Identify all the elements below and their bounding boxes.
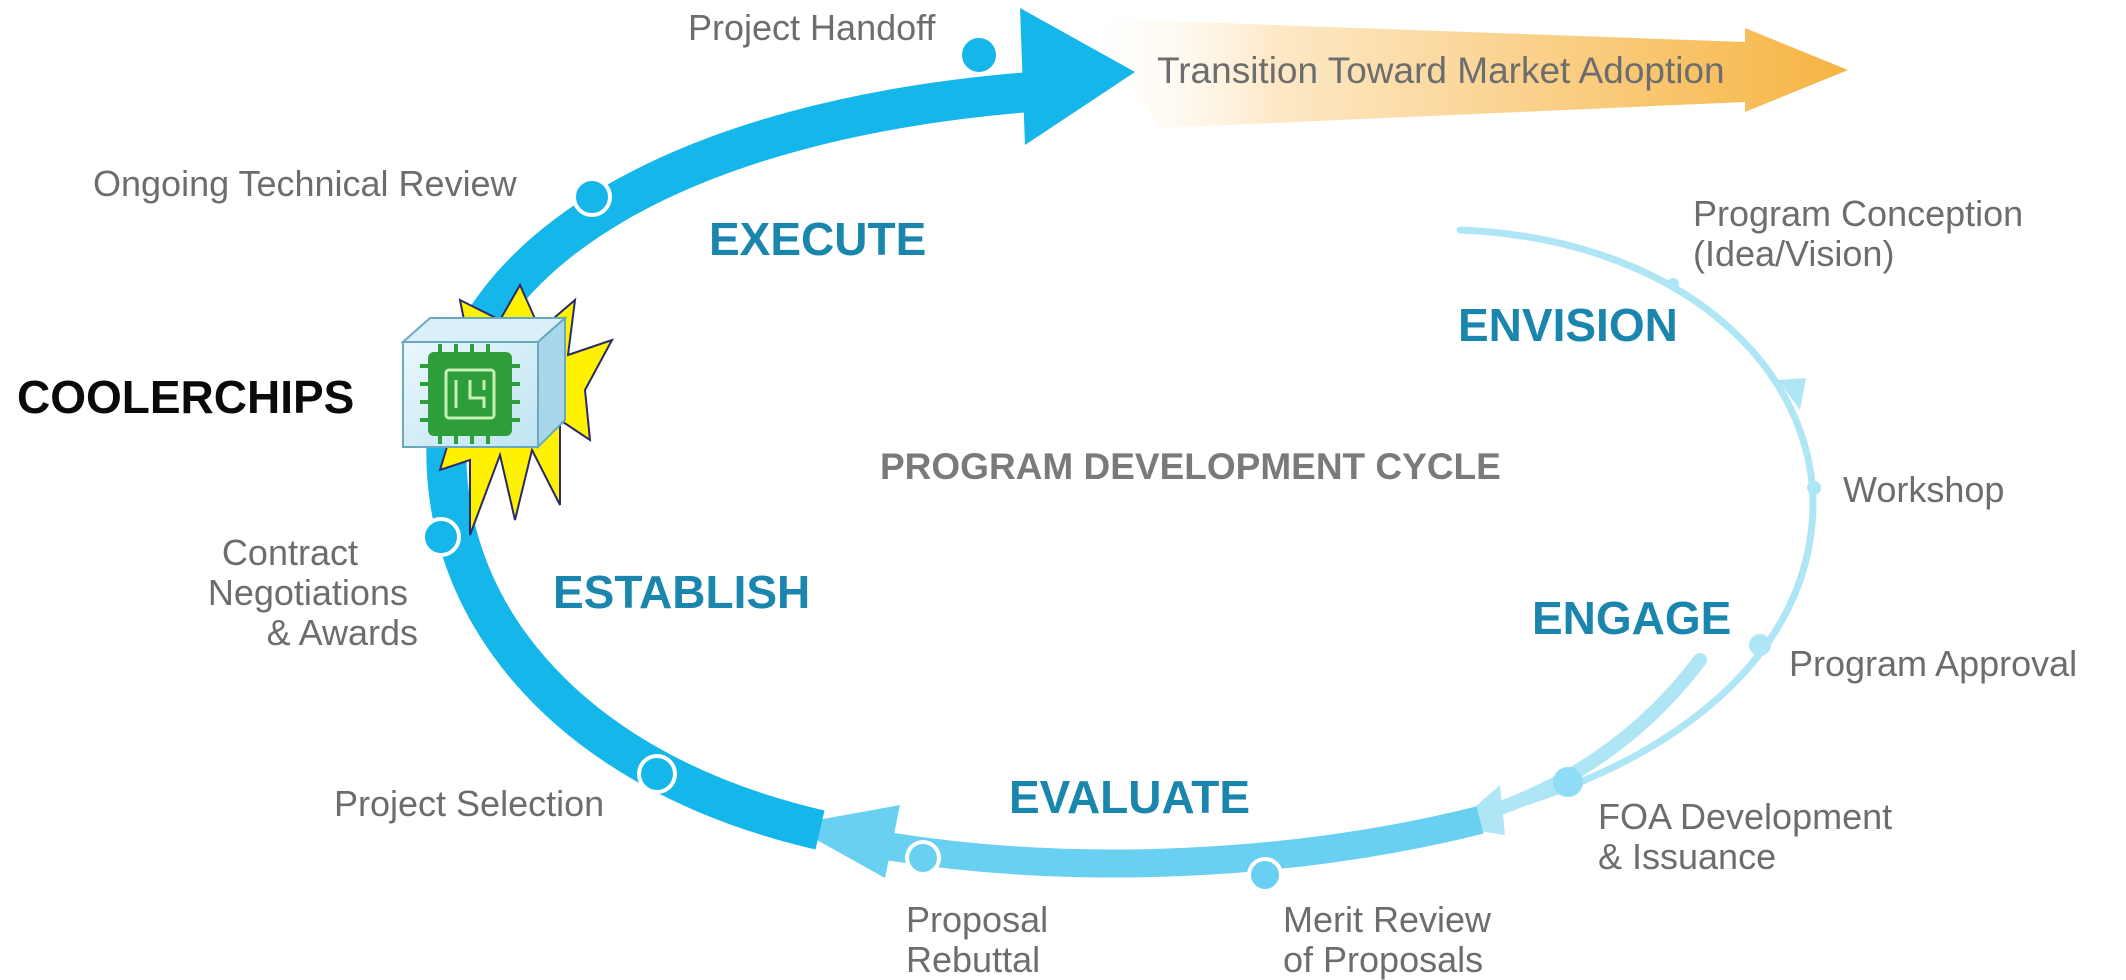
coolerchips-logo [400, 282, 615, 536]
dot-workshop [1807, 481, 1821, 495]
step-handoff: Project Handoff [688, 7, 936, 48]
center-title: PROGRAM DEVELOPMENT CYCLE [880, 446, 1501, 487]
market-adoption-label: Transition Toward Market Adoption [1157, 50, 1725, 91]
dot-contract [421, 517, 461, 557]
phase-evaluate: EVALUATE [1009, 771, 1250, 823]
dot-handoff [958, 34, 1000, 76]
phase-execute: EXECUTE [709, 213, 926, 265]
step-program-conception: Program Conception (Idea/Vision) [1693, 193, 2033, 274]
step-workshop-line-1: Workshop [1843, 469, 2004, 510]
step-contract: Contract Negotiations & Awards [208, 532, 418, 653]
step-foa: FOA Development & Issuance [1598, 796, 1902, 877]
step-program-approval-line-1: Program Approval [1789, 643, 2077, 684]
step-contract-line-1: Contract [222, 532, 358, 573]
market-arrow-shape [1080, 18, 1848, 128]
step-proposal-rebuttal-line-1: Proposal [906, 899, 1048, 940]
step-handoff-line-1: Project Handoff [688, 7, 936, 48]
phase-engage: ENGAGE [1532, 592, 1731, 644]
step-foa-line-1: FOA Development [1598, 796, 1892, 837]
step-merit-review: Merit Review of Proposals [1283, 899, 1501, 980]
dot-foa [1553, 767, 1583, 797]
light-arc [1456, 226, 1817, 819]
light-arc-wide [1473, 653, 1707, 822]
step-proposal-rebuttal-line-2: Rebuttal [906, 939, 1040, 980]
cube-icon [400, 315, 568, 450]
light-arc-arrowhead-top [1778, 378, 1806, 410]
cycle-arc-envision-engage [1452, 226, 1817, 835]
step-project-selection-line-1: Project Selection [334, 783, 604, 824]
dot-project-selection [637, 754, 677, 794]
step-program-approval: Program Approval [1789, 643, 2077, 684]
dot-program-conception [1667, 278, 1679, 290]
dark-arc-arrowhead [1020, 8, 1135, 145]
step-contract-line-2: Negotiations [208, 572, 408, 613]
step-proposal-rebuttal: Proposal Rebuttal [906, 899, 1058, 980]
step-technical-review-line-1: Ongoing Technical Review [93, 163, 518, 204]
step-program-conception-line-2: (Idea/Vision) [1693, 233, 1894, 274]
phase-envision: ENVISION [1458, 299, 1678, 351]
step-dots [421, 34, 1821, 893]
step-workshop: Workshop [1843, 469, 2004, 510]
dot-proposal-rebuttal [905, 840, 941, 876]
dot-technical-review [572, 177, 612, 217]
step-technical-review: Ongoing Technical Review [93, 163, 518, 204]
mid-arc [877, 806, 1484, 878]
step-merit-review-line-1: Merit Review [1283, 899, 1492, 940]
brand-label: COOLERCHIPS [17, 371, 354, 423]
step-project-selection: Project Selection [334, 783, 604, 824]
step-merit-review-line-2: of Proposals [1283, 939, 1483, 980]
dot-program-approval [1749, 634, 1771, 656]
chip-icon [420, 344, 520, 444]
phase-establish: ESTABLISH [553, 566, 810, 618]
dot-merit-review [1247, 857, 1283, 893]
step-foa-line-2: & Issuance [1598, 836, 1776, 877]
step-program-conception-line-1: Program Conception [1693, 193, 2023, 234]
step-contract-line-3: & Awards [267, 612, 418, 653]
market-adoption-arrow: Transition Toward Market Adoption [1080, 18, 1848, 128]
